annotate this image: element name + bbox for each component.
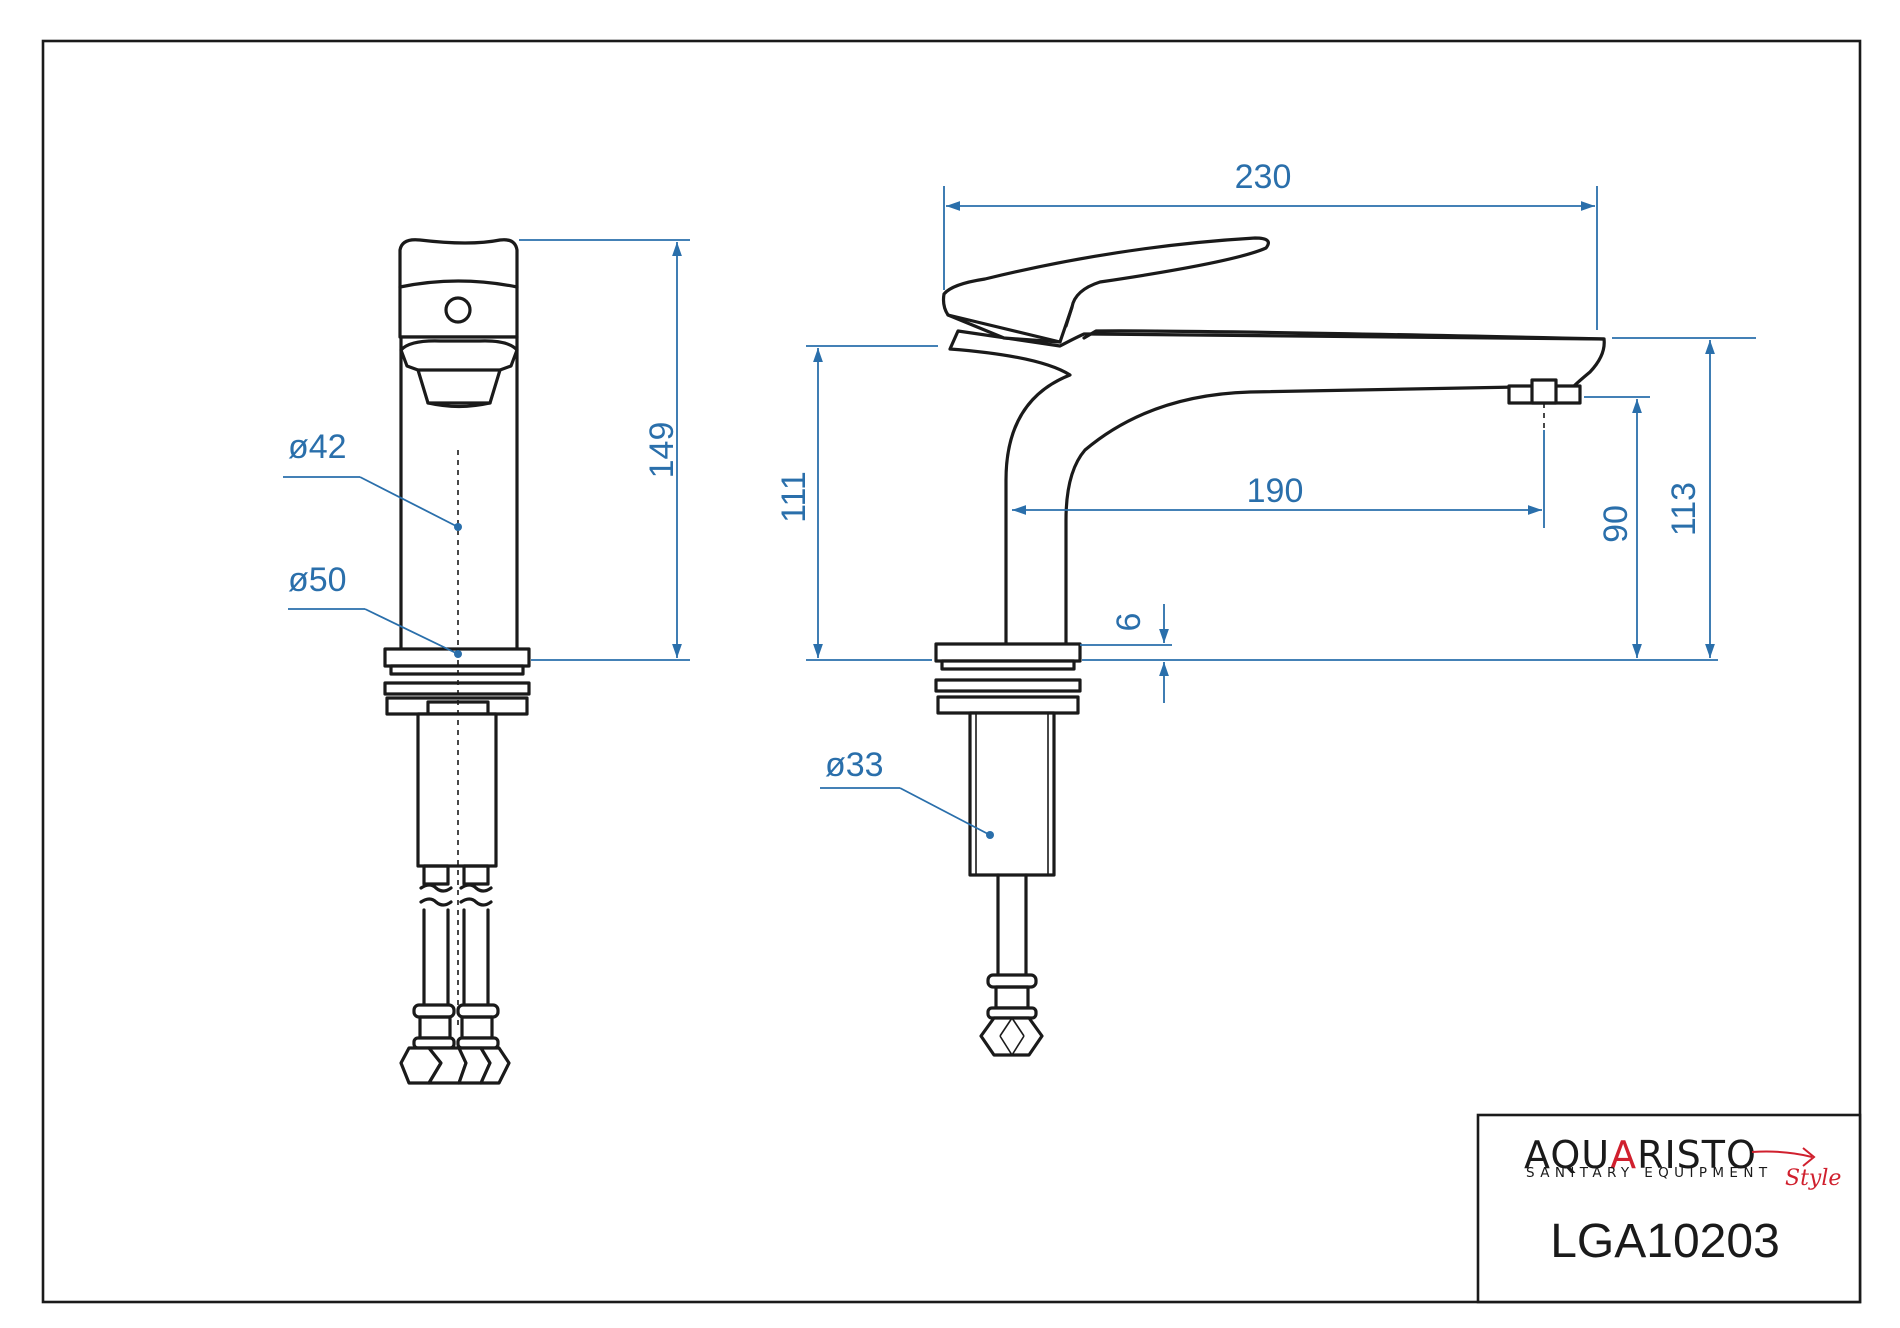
title-block: AQUARISTO SANITARY EQUIPMENT Style LGA10… [1476,1113,1862,1304]
dim-base-thickness: 6 [1110,613,1148,632]
front-view [383,238,531,1085]
logo-style-text: Style [1785,1166,1841,1191]
side-view [934,236,1606,1057]
dim-spout-height: 113 [1665,482,1703,536]
dim-total-length: 230 [1235,158,1292,196]
product-code: LGA10203 [1550,1215,1780,1268]
dim-outlet-height: 90 [1597,505,1635,543]
drawing-border [41,39,1862,1304]
logo-subtitle: SANITARY EQUIPMENT [1526,1165,1773,1181]
logo-accent-letter: A [1610,1133,1637,1177]
logo-text-part1: AQU [1524,1133,1610,1177]
dim-shank-diameter: ø33 [825,746,884,784]
dim-base-diameter: ø50 [288,561,347,599]
brand-logo: AQUARISTO SANITARY EQUIPMENT Style [1524,1133,1841,1191]
svg-text:AQUARISTO: AQUARISTO [1524,1133,1757,1177]
logo-text-part2: RISTO [1637,1133,1757,1177]
dim-body-diameter: ø42 [288,428,347,466]
logo-arrow-icon [1751,1147,1816,1167]
dim-front-height: 149 [643,422,681,479]
side-view-dimensions: 230 111 190 113 90 6 ø33 [775,158,1756,839]
front-view-dimensions: 149 ø42 ø50 [283,239,690,661]
dim-reach: 190 [1247,472,1304,510]
dim-body-height: 111 [775,471,813,523]
